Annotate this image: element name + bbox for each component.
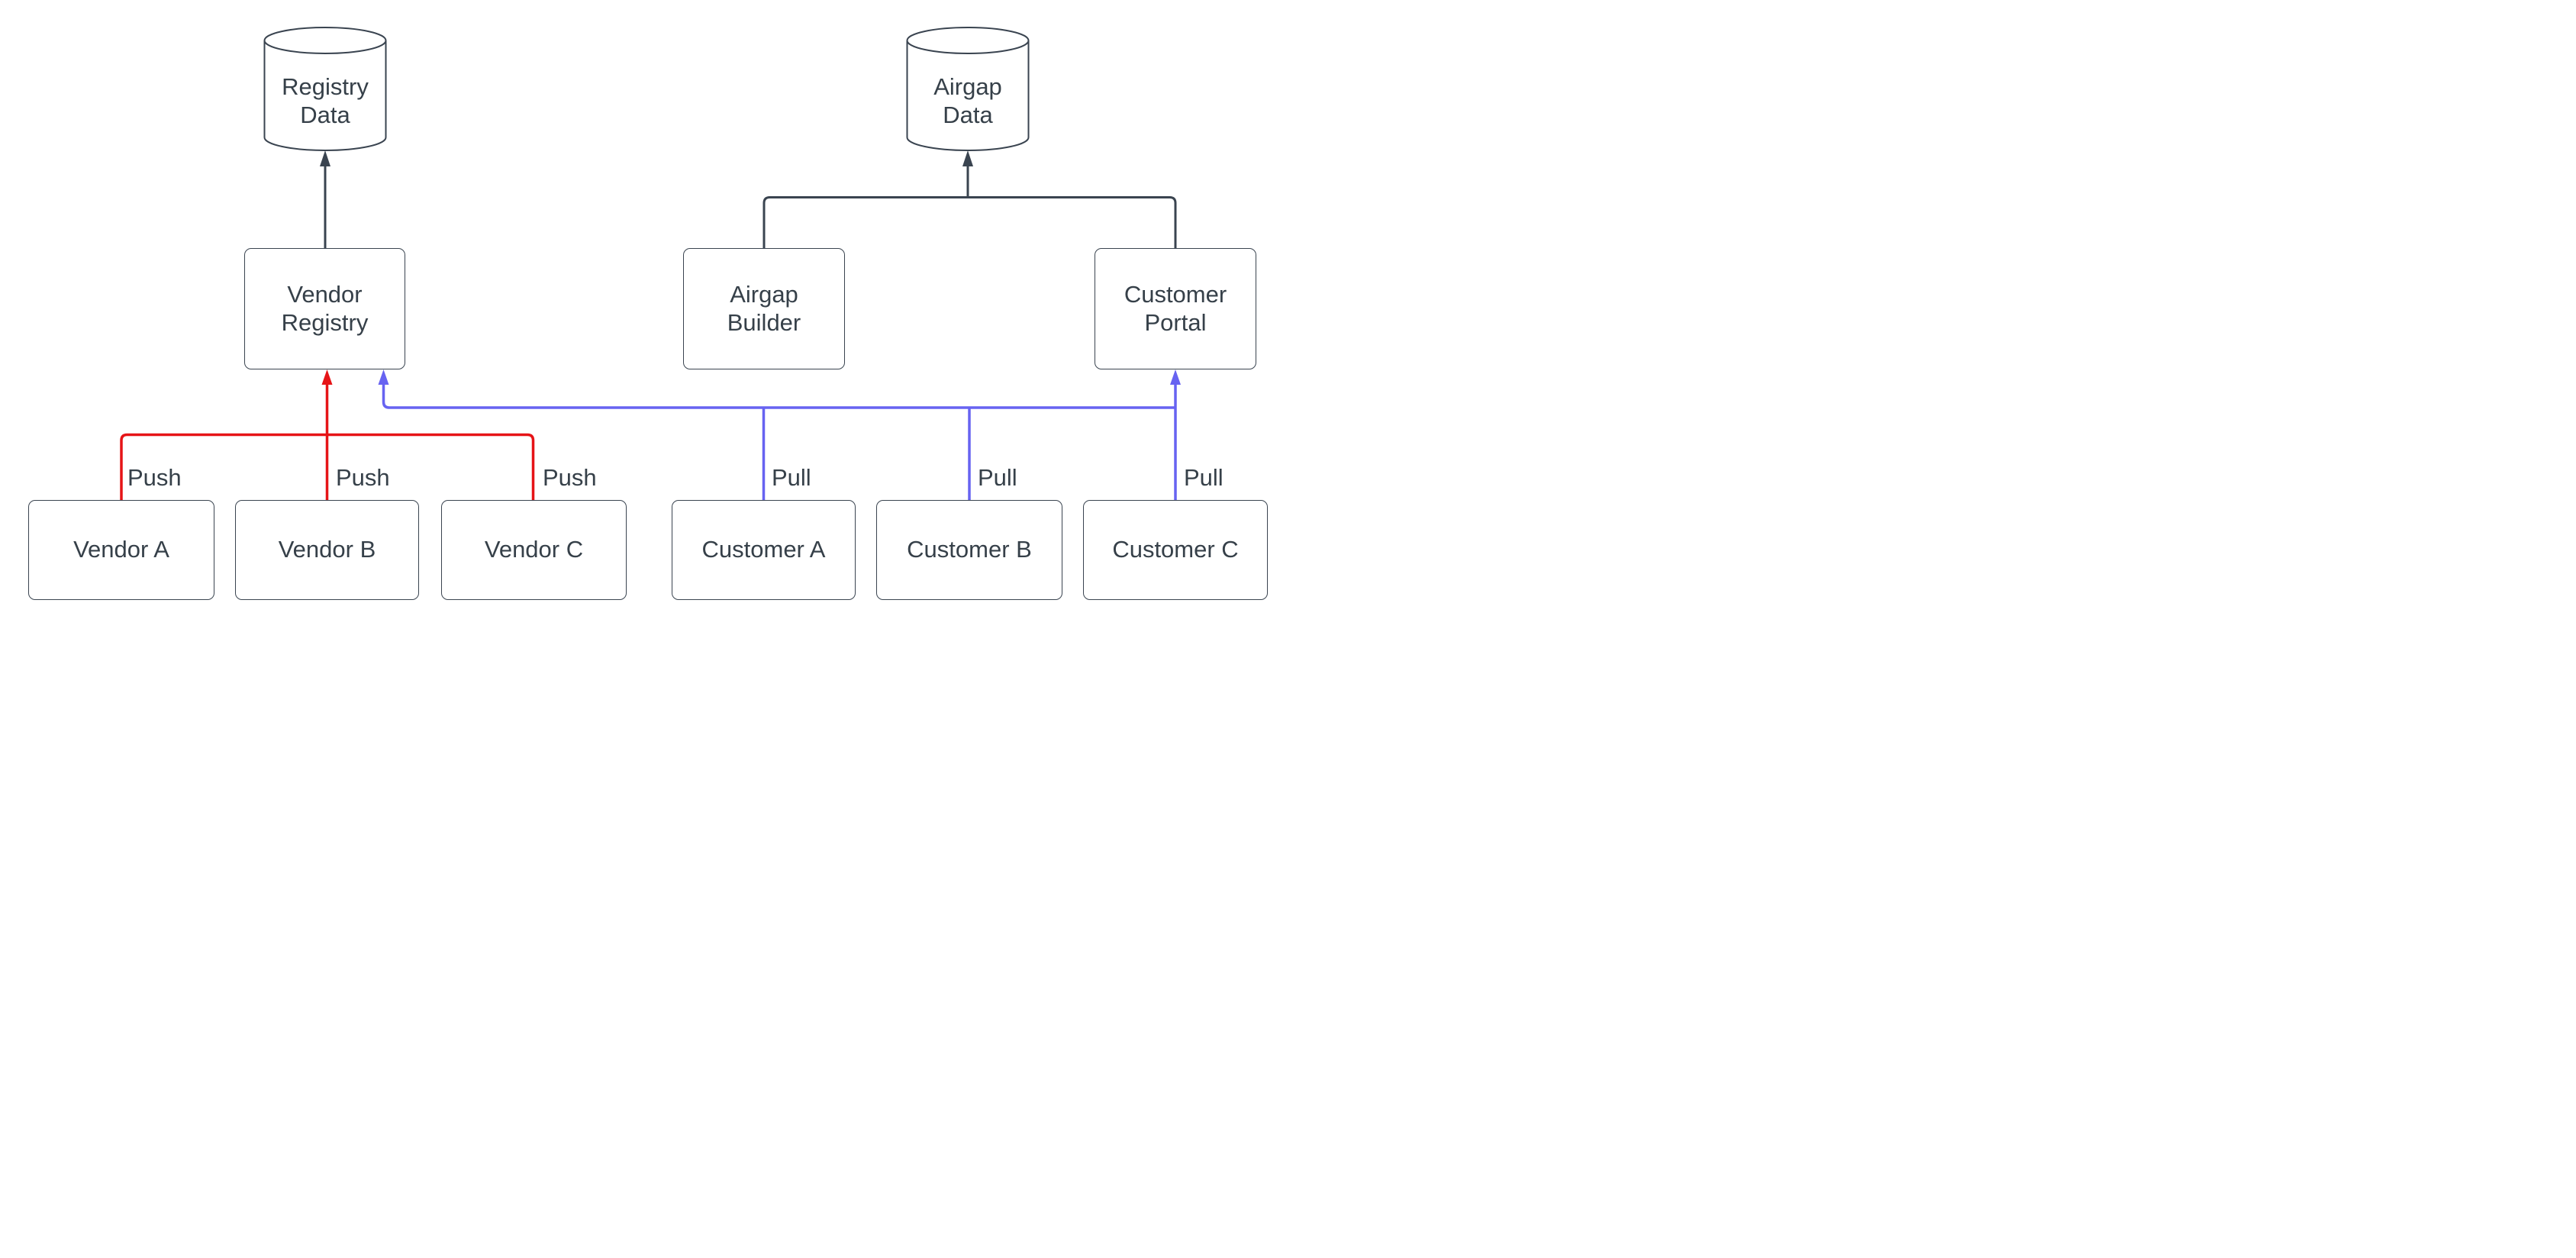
node-airgap-builder: Airgap Builder: [683, 248, 845, 369]
node-label: Vendor Registry: [281, 280, 369, 336]
node-label: Vendor A: [73, 536, 169, 563]
datastore-label: Registry Data: [282, 73, 369, 128]
arrowhead-up-vendor-registry-push-icon: [321, 369, 333, 385]
datastore-label: Airgap Data: [933, 73, 1002, 128]
node-vendor-b: Vendor B: [235, 500, 419, 600]
cylinder-icon: [263, 27, 387, 151]
node-customer-b: Customer B: [876, 500, 1062, 600]
edge-label-pull-1: Pull: [772, 464, 811, 491]
edges-layer: [120, 150, 1181, 500]
edge-label-pull-3: Pull: [1184, 464, 1224, 491]
node-customer-a: Customer A: [672, 500, 856, 600]
diagram-canvas: Registry Data Airgap Data Vendor Registr…: [0, 0, 1288, 629]
datastore-registry-data: Registry Data: [263, 26, 387, 152]
node-label: Vendor B: [278, 536, 376, 563]
datastore-airgap-data: Airgap Data: [906, 26, 1030, 152]
node-vendor-c: Vendor C: [441, 500, 627, 600]
node-customer-c: Customer C: [1083, 500, 1268, 600]
node-vendor-registry: Vendor Registry: [244, 248, 405, 369]
node-vendor-a: Vendor A: [28, 500, 214, 600]
node-label: Customer Portal: [1124, 280, 1227, 336]
edge-pull-to-vendor-registry: [382, 384, 1175, 409]
edge-label-pull-2: Pull: [978, 464, 1017, 491]
node-label: Customer A: [701, 536, 826, 563]
arrowhead-up-airgap-data-icon: [962, 150, 973, 166]
node-label: Vendor C: [484, 536, 584, 563]
arrowhead-up-vendor-registry-pull-icon: [378, 369, 389, 385]
edge-label-push-2: Push: [336, 464, 390, 491]
cylinder-icon: [906, 27, 1030, 151]
node-label: Airgap Builder: [727, 280, 801, 336]
edge-label-push-1: Push: [127, 464, 182, 491]
edge-label-push-3: Push: [543, 464, 597, 491]
node-label: Customer B: [907, 536, 1032, 563]
arrowhead-up-registry-data-icon: [320, 150, 330, 166]
node-label: Customer C: [1112, 536, 1239, 563]
edge-airgap-merge-bracket: [762, 196, 1177, 248]
arrowhead-up-customer-portal-icon: [1170, 369, 1181, 385]
node-customer-portal: Customer Portal: [1095, 248, 1256, 369]
